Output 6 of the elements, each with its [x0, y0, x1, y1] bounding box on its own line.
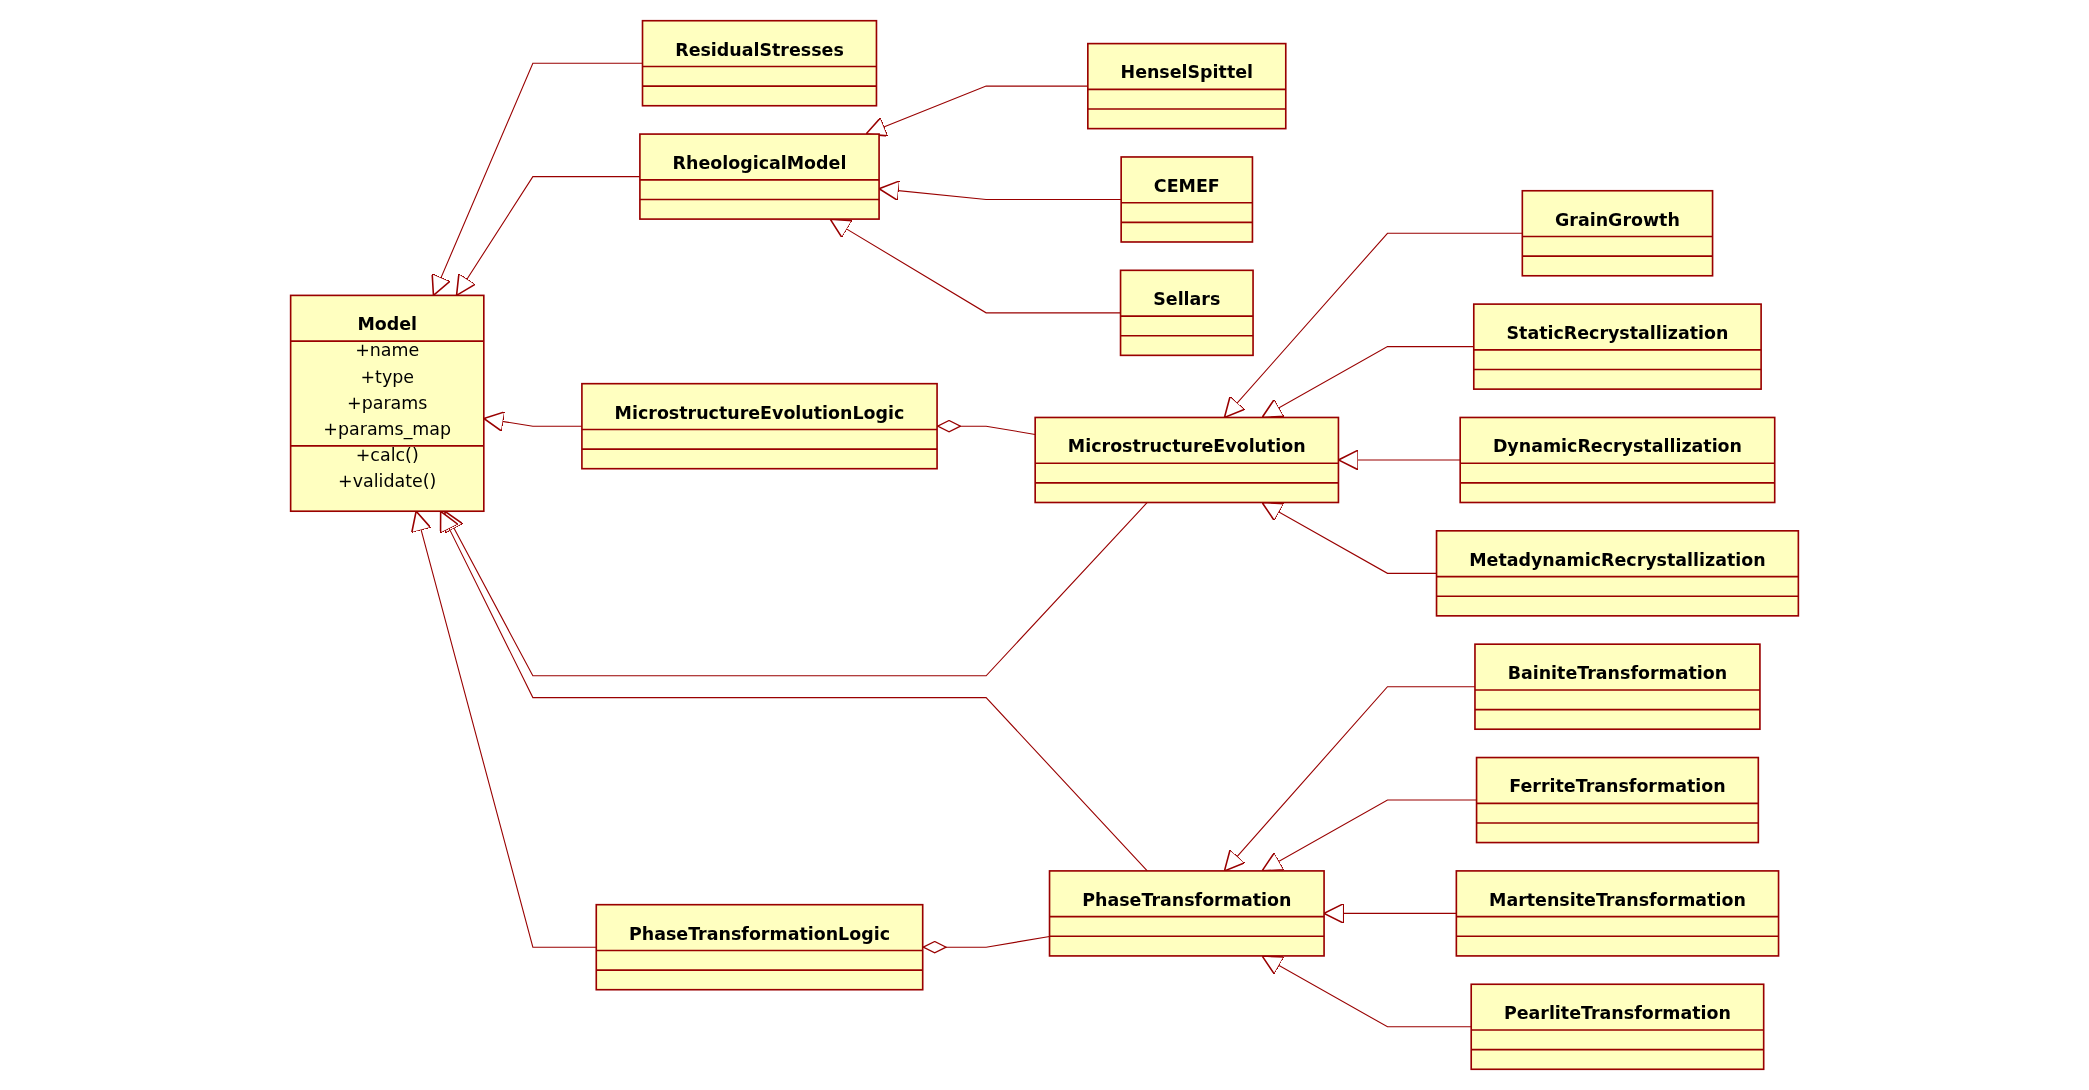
arrow	[444, 501, 1148, 677]
arrow	[439, 510, 1148, 872]
arrow	[410, 510, 597, 948]
arrow	[1223, 686, 1476, 872]
arrow	[1261, 955, 1472, 1028]
arrow	[1223, 232, 1523, 419]
